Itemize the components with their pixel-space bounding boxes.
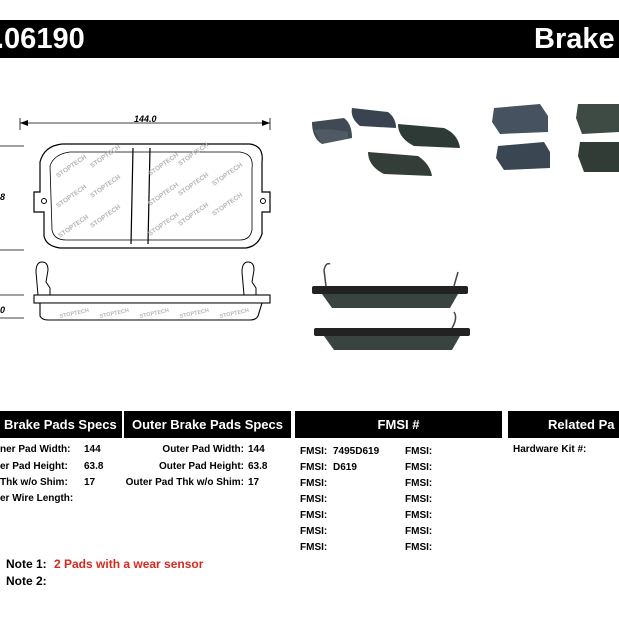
- outer-height-value: 63.8: [248, 461, 268, 472]
- fmsi-label: FMSI:: [300, 446, 328, 457]
- fmsi-label: FMSI:: [405, 478, 433, 489]
- outer-width-label: Outer Pad Width:: [162, 444, 244, 455]
- outer-specs-header: Outer Brake Pads Specs: [124, 411, 291, 438]
- inner-thickness-label: Thk w/o Shim:: [0, 477, 68, 488]
- fmsi-label: FMSI:: [405, 510, 433, 521]
- pad-side-view: [33, 261, 271, 321]
- fmsi-label: FMSI:: [300, 478, 328, 489]
- outer-height-label: Outer Pad Height:: [158, 461, 244, 472]
- pad-set-photo-right: [492, 104, 619, 172]
- fmsi-label: FMSI:: [300, 526, 328, 537]
- related-parts-header: Related Pa: [508, 411, 619, 438]
- fmsi-label: FMSI:: [300, 510, 328, 521]
- outer-width-value: 144: [248, 444, 265, 455]
- note-1-label: Note 1:: [6, 557, 47, 571]
- fmsi-value: 7495D619: [333, 446, 380, 457]
- pad-side-photo: [312, 262, 470, 350]
- thickness-dimension: 0: [0, 305, 6, 315]
- inner-height-label: er Pad Height:: [0, 461, 68, 472]
- inner-specs-header: Brake Pads Specs: [0, 411, 122, 438]
- fmsi-label: FMSI:: [300, 542, 328, 553]
- fmsi-header: FMSI #: [295, 411, 502, 438]
- fmsi-label: FMSI:: [405, 542, 433, 553]
- width-dimension: 144.0: [134, 114, 157, 124]
- title-bar: .06190 Brake P: [0, 20, 619, 58]
- inner-width-value: 144: [84, 444, 101, 455]
- fmsi-label: FMSI:: [300, 462, 328, 473]
- height-dimension: 8: [0, 192, 6, 202]
- fmsi-label: FMSI:: [405, 462, 433, 473]
- fmsi-label: FMSI:: [405, 526, 433, 537]
- fmsi-label: FMSI:: [405, 446, 433, 457]
- outer-thickness-value: 17: [248, 477, 260, 488]
- inner-wire-label: er Wire Length:: [0, 493, 74, 504]
- inner-width-label: ner Pad Width:: [0, 444, 71, 455]
- part-number: .06190: [0, 23, 85, 55]
- note-1-value: 2 Pads with a wear sensor: [54, 557, 204, 571]
- pad-front-view: [33, 143, 271, 249]
- outer-thickness-label: Outer Pad Thk w/o Shim:: [125, 477, 244, 488]
- fmsi-label: FMSI:: [405, 494, 433, 505]
- fmsi-value: D619: [333, 462, 357, 473]
- brake-pad-drawings: STOPTECH STOPTECH STOPTECH STOPTECH STOP…: [0, 104, 619, 350]
- inner-thickness-value: 17: [84, 477, 96, 488]
- dimension-lines: [0, 118, 271, 319]
- pad-set-photo: [312, 108, 460, 176]
- product-title: Brake P: [534, 23, 619, 55]
- note-2-label: Note 2:: [6, 574, 47, 588]
- hardware-kit-label: Hardware Kit #:: [513, 444, 587, 455]
- inner-height-value: 63.8: [84, 461, 104, 472]
- fmsi-label: FMSI:: [300, 494, 328, 505]
